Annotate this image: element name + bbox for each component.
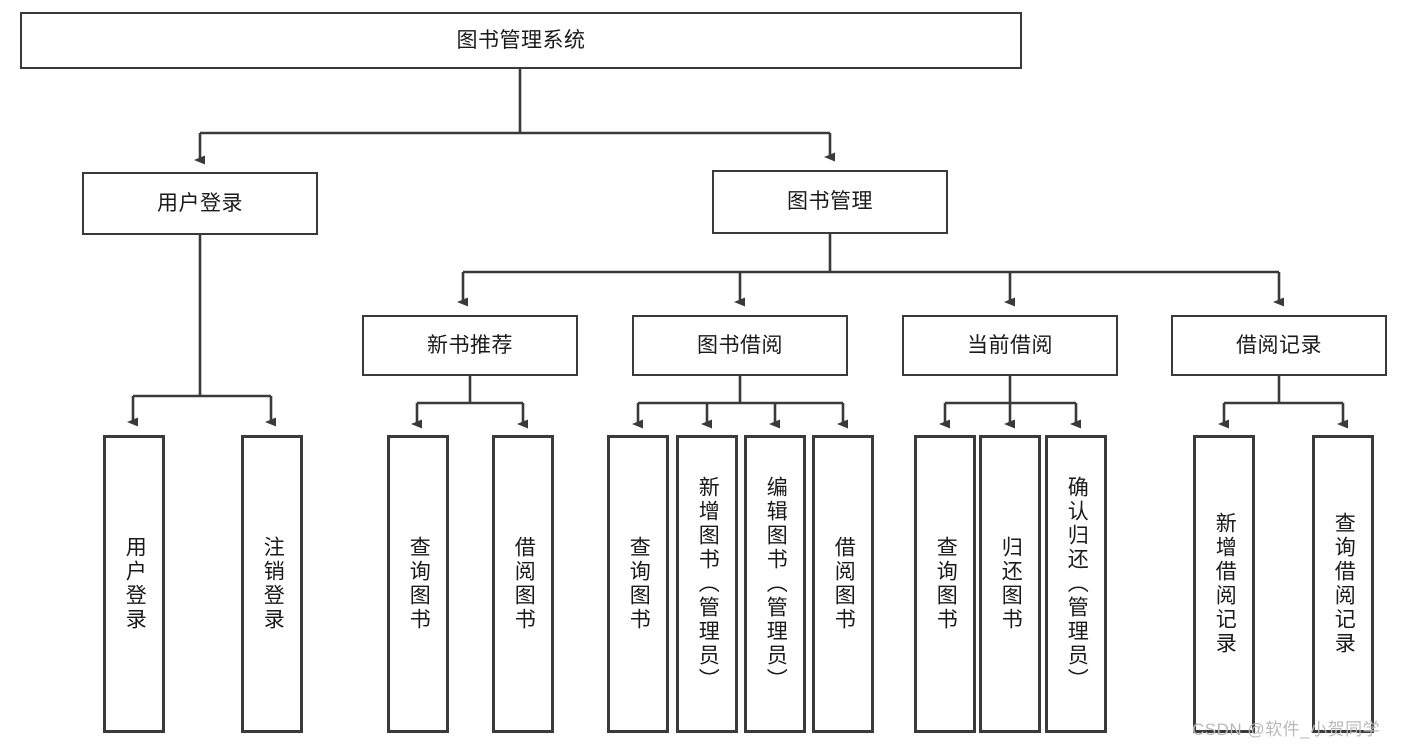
- node-current-borrow[interactable]: 当前借阅: [902, 315, 1118, 376]
- node-label: 当前借阅: [967, 333, 1053, 357]
- node-label: 查询图书: [627, 536, 651, 632]
- leaf-current-confirm-return-admin[interactable]: 确认归还（管理员）: [1045, 435, 1107, 733]
- node-label: 注销登录: [261, 536, 285, 632]
- leaf-current-query-book[interactable]: 查询图书: [914, 435, 976, 733]
- node-label: 借阅记录: [1236, 333, 1322, 357]
- node-label: 图书管理: [787, 190, 873, 214]
- leaf-user-logout[interactable]: 注销登录: [241, 435, 303, 733]
- node-label: 借阅图书: [832, 536, 856, 632]
- node-label: 确认归还（管理员）: [1065, 476, 1089, 692]
- node-borrow-record[interactable]: 借阅记录: [1171, 315, 1387, 376]
- node-label: 归还图书: [999, 536, 1023, 632]
- node-label: 新书推荐: [427, 333, 513, 357]
- node-label: 图书借阅: [697, 333, 783, 357]
- node-label: 用户登录: [157, 191, 243, 215]
- leaf-borrow-add-book-admin[interactable]: 新增图书（管理员）: [676, 435, 738, 733]
- csdn-watermark: CSDN @软件_小贺同学: [1192, 720, 1381, 739]
- node-label: 查询图书: [934, 536, 958, 632]
- leaf-user-login[interactable]: 用户登录: [103, 435, 165, 733]
- node-label: 新增借阅记录: [1213, 512, 1237, 656]
- node-label: 新增图书（管理员）: [696, 476, 720, 692]
- node-book-borrow[interactable]: 图书借阅: [632, 315, 848, 376]
- leaf-borrow-edit-book-admin[interactable]: 编辑图书（管理员）: [744, 435, 806, 733]
- leaf-record-query-record[interactable]: 查询借阅记录: [1312, 435, 1374, 733]
- node-label: 借阅图书: [512, 536, 536, 632]
- node-label: 编辑图书（管理员）: [764, 476, 788, 692]
- leaf-borrow-query-book[interactable]: 查询图书: [607, 435, 669, 733]
- leaf-borrow-borrow-book[interactable]: 借阅图书: [812, 435, 874, 733]
- leaf-current-return-book[interactable]: 归还图书: [979, 435, 1041, 733]
- leaf-recommend-borrow-book[interactable]: 借阅图书: [492, 435, 554, 733]
- node-label: 图书管理系统: [456, 28, 586, 52]
- node-label: 查询图书: [407, 536, 431, 632]
- node-new-book-recommend[interactable]: 新书推荐: [362, 315, 578, 376]
- leaf-recommend-query-book[interactable]: 查询图书: [387, 435, 449, 733]
- node-label: 用户登录: [123, 536, 147, 632]
- node-label: 查询借阅记录: [1332, 512, 1356, 656]
- node-book-management[interactable]: 图书管理: [712, 170, 948, 234]
- node-root-system[interactable]: 图书管理系统: [20, 12, 1022, 69]
- node-user-login[interactable]: 用户登录: [82, 172, 318, 235]
- leaf-record-add-record[interactable]: 新增借阅记录: [1193, 435, 1255, 733]
